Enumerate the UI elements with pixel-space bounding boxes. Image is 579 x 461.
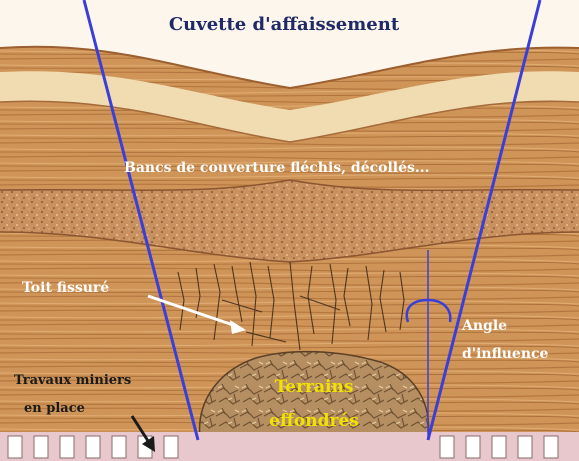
influence-angle-label-2: d'influence bbox=[462, 346, 549, 362]
mine-works-label-2: en place bbox=[24, 401, 85, 416]
title-label: Cuvette d'affaissement bbox=[169, 14, 400, 35]
cover-banks-label: Bancs de couverture fléchis, décollés... bbox=[124, 160, 430, 176]
influence-angle-label-1: Angle bbox=[461, 318, 507, 334]
cracked-roof-label: Toit fissuré bbox=[22, 280, 109, 296]
mine-works-label-1: Travaux miniers bbox=[14, 373, 131, 388]
collapsed-ground-label-2: effondrés bbox=[269, 411, 359, 431]
collapsed-ground-label-1: Terrains bbox=[275, 377, 354, 397]
